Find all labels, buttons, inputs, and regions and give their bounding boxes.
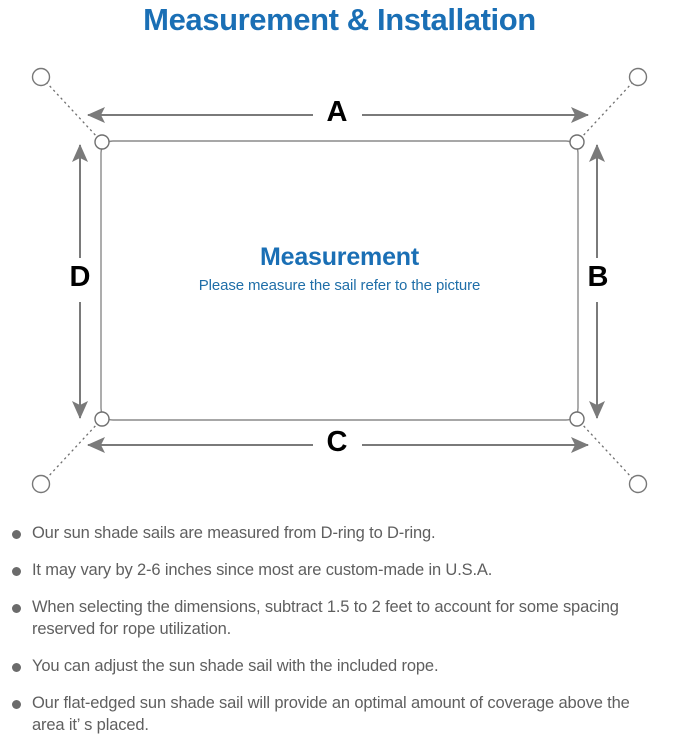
diagram-svg — [31, 67, 648, 494]
measurement-diagram: Measurement Please measure the sail refe… — [31, 67, 648, 494]
dimension-label-c: C — [326, 426, 348, 458]
anchor-point-bottom-left — [31, 474, 51, 494]
shade-sail-rectangle — [100, 140, 579, 421]
note-text: Our flat-edged sun shade sail will provi… — [32, 694, 630, 734]
bullet-icon — [12, 663, 21, 672]
anchor-point-top-left — [31, 67, 51, 87]
anchor-point-bottom-right — [628, 474, 648, 494]
bullet-icon — [12, 567, 21, 576]
d-ring-top-right — [569, 134, 585, 150]
anchor-point-top-right — [628, 67, 648, 87]
bullet-icon — [12, 700, 21, 709]
bullet-icon — [12, 530, 21, 539]
note-text: Our sun shade sails are measured from D-… — [32, 524, 436, 542]
d-ring-bottom-left — [94, 411, 110, 427]
rope-dotted-line-top-left — [45, 81, 100, 140]
notes-list: Our sun shade sails are measured from D-… — [0, 522, 679, 751]
note-text: When selecting the dimensions, subtract … — [32, 598, 619, 638]
dimension-label-d: D — [69, 261, 91, 293]
dimension-label-a: A — [326, 96, 348, 128]
rope-dotted-line-bottom-left — [45, 421, 100, 480]
list-item: Our flat-edged sun shade sail will provi… — [0, 692, 679, 736]
rope-dotted-line-bottom-right — [579, 421, 634, 480]
list-item: You can adjust the sun shade sail with t… — [0, 655, 679, 677]
list-item: Our sun shade sails are measured from D-… — [0, 522, 679, 544]
dimension-label-b: B — [587, 261, 609, 293]
list-item: It may vary by 2-6 inches since most are… — [0, 559, 679, 581]
note-text: You can adjust the sun shade sail with t… — [32, 657, 439, 675]
d-ring-bottom-right — [569, 411, 585, 427]
rope-dotted-line-top-right — [579, 81, 634, 140]
note-text: It may vary by 2-6 inches since most are… — [32, 561, 493, 579]
page-title: Measurement & Installation — [143, 2, 536, 37]
bullet-icon — [12, 604, 21, 613]
d-ring-top-left — [94, 134, 110, 150]
list-item: When selecting the dimensions, subtract … — [0, 596, 679, 640]
